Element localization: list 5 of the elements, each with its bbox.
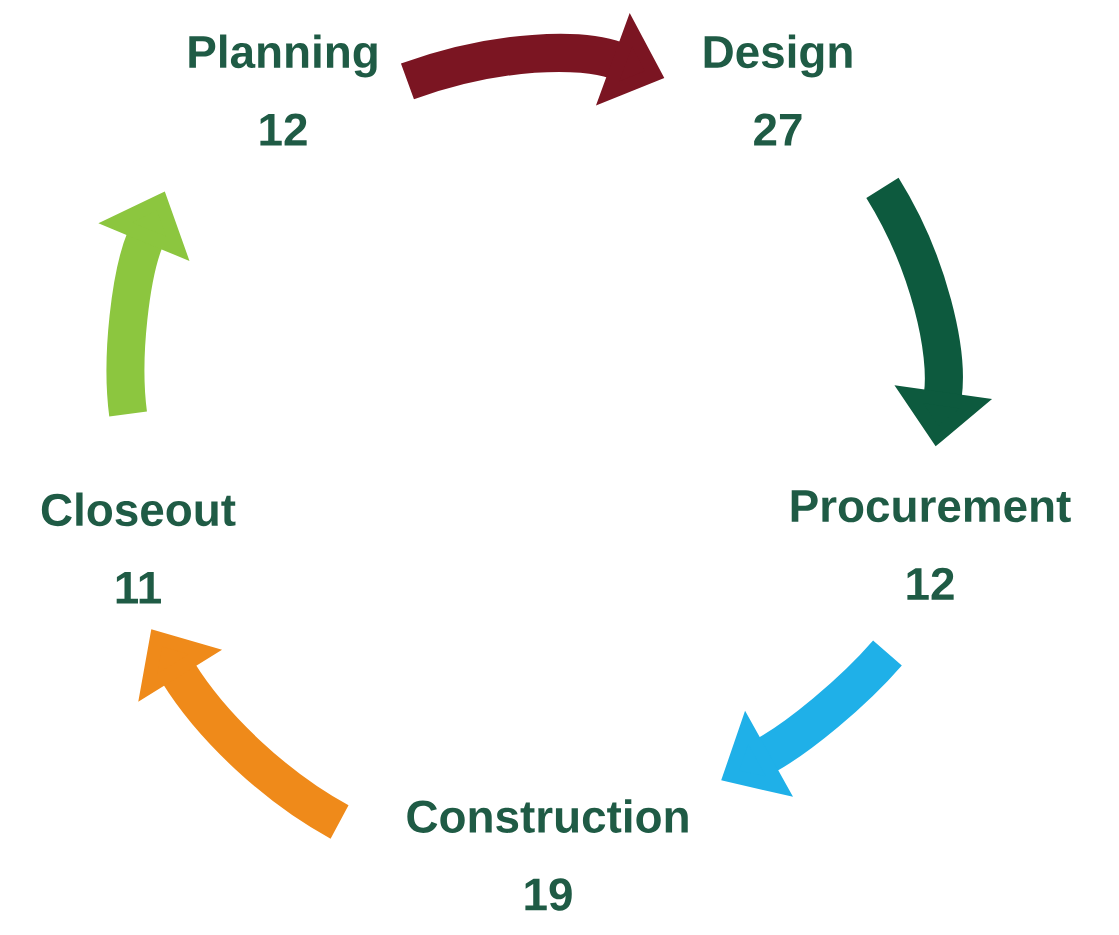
stage-label: Design 27: [704, 34, 852, 146]
stage-label: Planning 12: [189, 34, 377, 146]
stage-label: Construction 19: [407, 799, 688, 911]
stage-label: Closeout 11: [41, 492, 236, 604]
stage-label: Procurement 12: [791, 490, 1071, 600]
